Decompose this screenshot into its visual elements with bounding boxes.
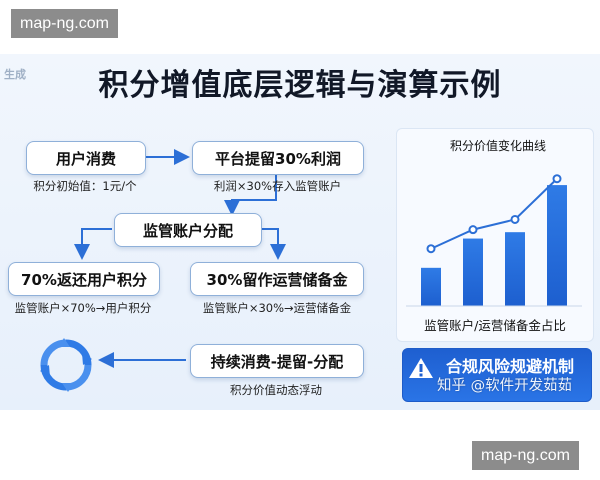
compliance-warning-box — [402, 348, 592, 402]
zhihu-watermark: 知乎 @软件开发茹茹 — [437, 378, 573, 394]
warning-triangle-icon — [409, 358, 433, 378]
reserve-fund-box: 30%留作运营储备金 — [190, 262, 364, 296]
platform-retain-label: 平台提留30%利润 — [215, 149, 341, 168]
compliance-warning-label: 合规风险规避机制 — [446, 357, 575, 376]
return-user-points-caption: 监管账户×70%→用户积分 — [14, 301, 152, 315]
user-consumption-caption: 积分初始值：1元/个 — [33, 179, 137, 193]
cycle-box: 持续消费-提留-分配 — [190, 344, 364, 378]
chart-bar — [463, 238, 483, 306]
reserve-fund-caption: 监管账户×30%→运营储备金 — [202, 301, 352, 315]
return-user-points-label: 70%返还用户积分 — [21, 270, 147, 289]
supervision-allocation-box: 监管账户分配 — [114, 213, 262, 247]
chart-title: 积分价值变化曲线 — [449, 139, 546, 153]
chart-bar — [421, 267, 441, 306]
return-user-points-box: 70%返还用户积分 — [8, 262, 160, 296]
site-watermark-top: map-ng.com — [11, 9, 118, 38]
chart-point — [426, 244, 436, 254]
user-consumption-box: 用户消费 — [26, 141, 146, 175]
supervision-allocation-label: 监管账户分配 — [142, 221, 233, 240]
site-watermark-bottom: map-ng.com — [472, 441, 579, 470]
user-consumption-label: 用户消费 — [55, 149, 116, 168]
reserve-fund-label: 30%留作运营储备金 — [206, 270, 348, 289]
chart-xlabel: 监管账户/运营储备金占比 — [424, 318, 566, 333]
chart-bar — [505, 232, 525, 306]
cycle-label: 持续消费-提留-分配 — [210, 352, 344, 371]
cycle-caption: 积分价值动态浮动 — [230, 383, 322, 397]
platform-retain-box: 平台提留30%利润 — [192, 141, 364, 175]
platform-retain-caption: 利润×30%存入监管账户 — [213, 179, 342, 193]
page-title: 积分增值底层逻辑与演算示例 — [98, 68, 502, 103]
chart-point — [510, 214, 520, 224]
cycle-arrows-icon — [40, 338, 92, 392]
chart-line — [430, 178, 558, 250]
chart-bar — [547, 185, 567, 306]
value-chart — [406, 174, 582, 307]
chart-point — [552, 174, 562, 184]
corner-watermark: 生成 — [4, 68, 26, 81]
chart-point — [468, 225, 478, 235]
